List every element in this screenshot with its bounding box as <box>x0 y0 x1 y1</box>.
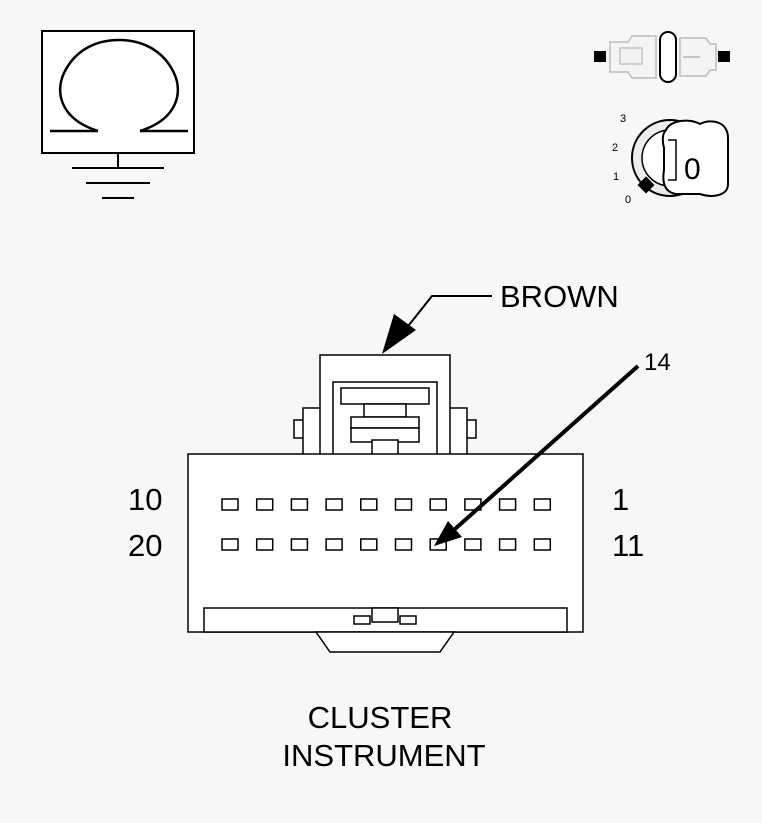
connector-housing <box>187 354 584 653</box>
row-label-top-left: 10 <box>128 482 162 517</box>
ignition-position-1: 1 <box>613 171 619 183</box>
ignition-position-2: 2 <box>612 142 618 154</box>
row-label-bottom-left: 20 <box>128 528 162 563</box>
pin-cavity-16 <box>360 538 378 551</box>
row-label-top-right: 1 <box>612 482 629 517</box>
ignition-position-3: 3 <box>620 113 626 125</box>
ignition-position-0: 0 <box>625 194 631 206</box>
pin-cavity-4 <box>429 498 447 511</box>
pin-cavity-13 <box>464 538 482 551</box>
wire-color-label: BROWN <box>500 279 619 314</box>
pin-cavity-2 <box>498 498 517 511</box>
ignition-off-icon: 3 2 1 0 0 <box>612 113 729 206</box>
pin-cavity-17 <box>325 538 343 551</box>
caption-line-2: INSTRUMENT <box>282 738 485 773</box>
ohmmeter-ground-icon <box>41 30 195 199</box>
pin-callout-label: 14 <box>644 349 671 376</box>
pin-cavity-9 <box>255 498 274 511</box>
connector-disconnect-icon <box>594 31 730 83</box>
pin-cavity-11 <box>533 538 552 551</box>
key-position-label: 0 <box>684 153 701 186</box>
pin-cavity-8 <box>290 498 309 511</box>
wire-color-callout: BROWN <box>382 279 619 354</box>
pin-cavity-1 <box>533 498 552 511</box>
pin-cavity-10 <box>221 498 239 511</box>
pin-cavity-18 <box>290 538 309 551</box>
pin-cavity-19 <box>255 538 274 551</box>
pin-callout: 14 <box>434 349 671 546</box>
pin-cavity-12 <box>498 538 517 551</box>
row-label-bottom-right: 11 <box>612 528 644 563</box>
pin-cavity-7 <box>325 498 343 511</box>
pin-cavity-20 <box>221 538 239 551</box>
pin-cavity-15 <box>394 538 413 551</box>
pin-cavity-5 <box>394 498 413 511</box>
caption-line-1: CLUSTER <box>308 700 453 735</box>
pin-cavity-6 <box>360 498 378 511</box>
